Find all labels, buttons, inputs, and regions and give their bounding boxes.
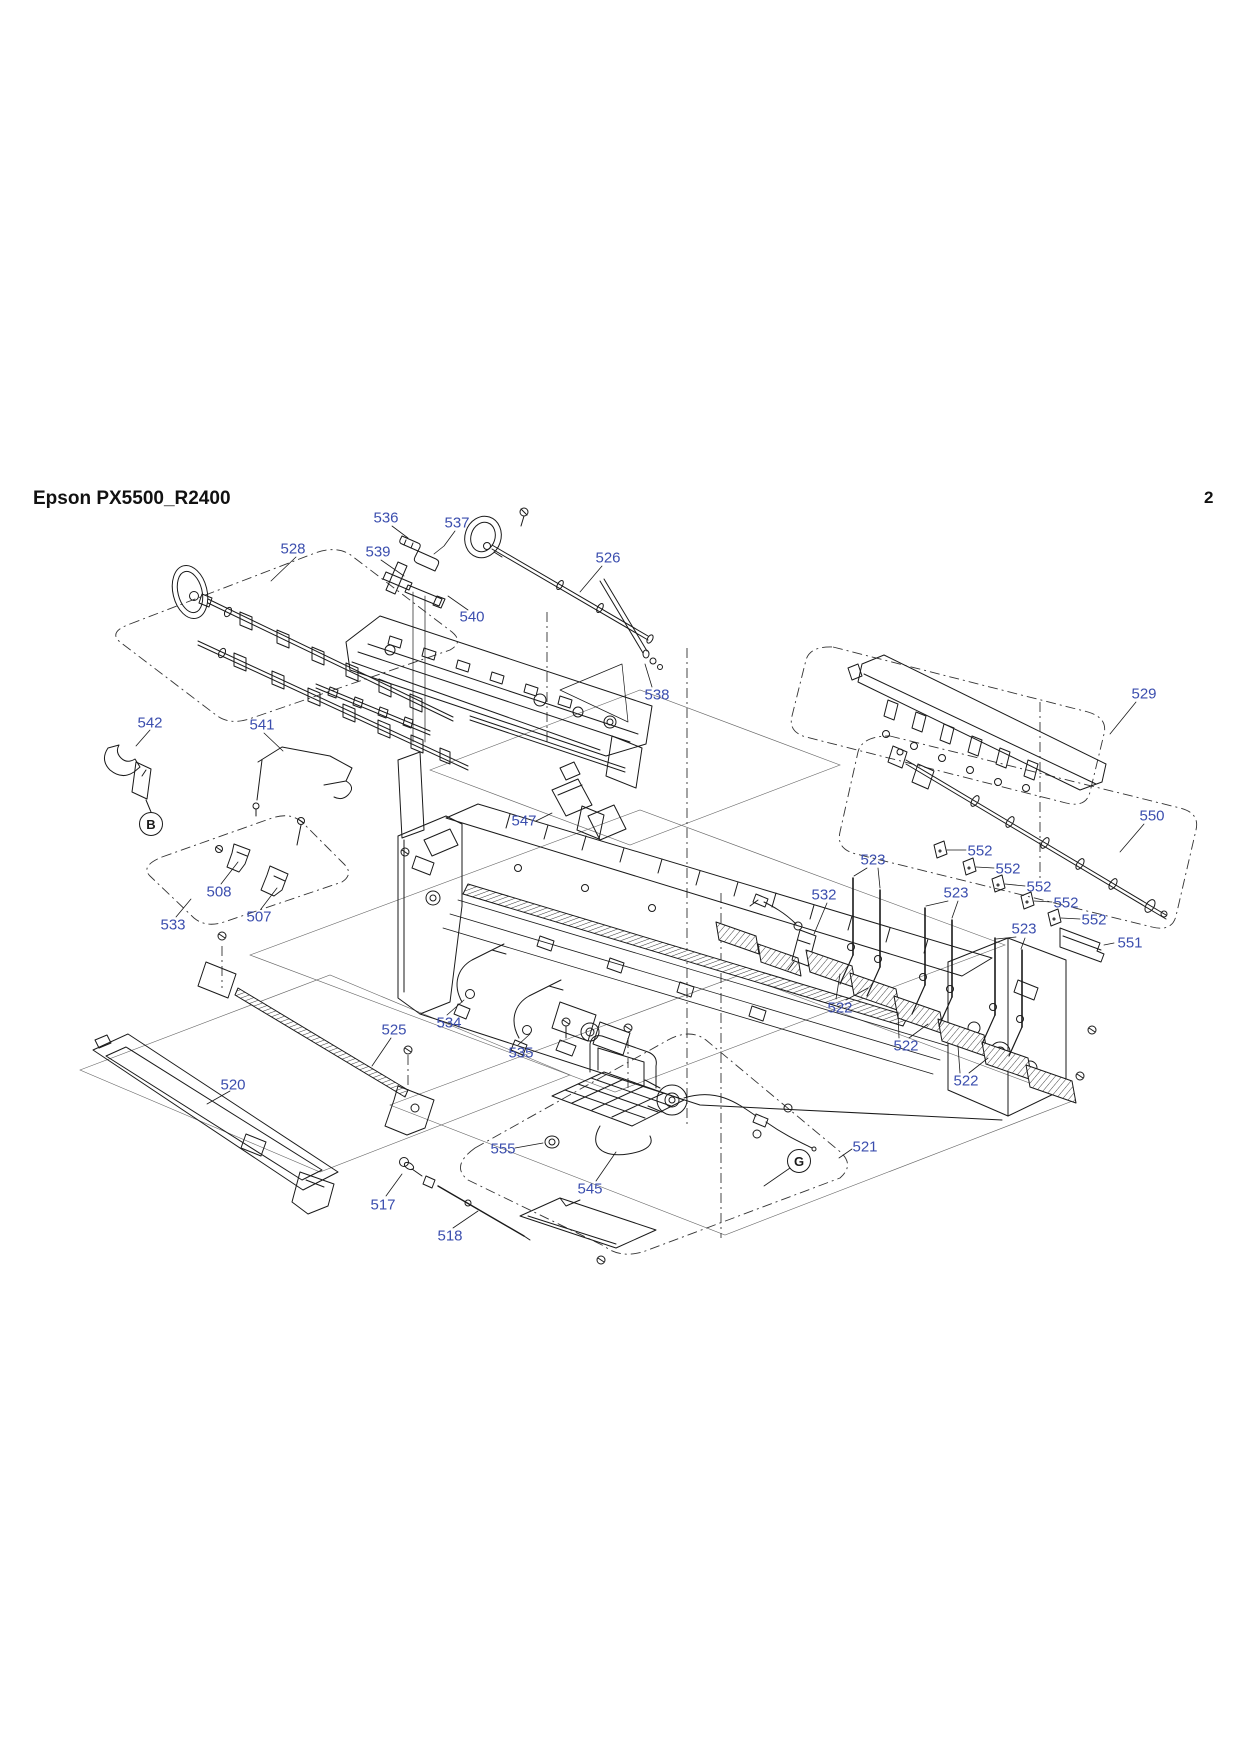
part-callout-552-2: 552	[995, 860, 1021, 878]
group-outline-521	[460, 1033, 848, 1255]
upper-guide-plate-529	[847, 654, 1107, 792]
part-callout-547: 547	[511, 812, 537, 830]
parts-line-art	[92, 507, 1168, 1265]
ink-pads-522	[805, 949, 1077, 1104]
carriage-shaft-526	[491, 544, 654, 644]
part-callout-522-1: 522	[827, 999, 853, 1017]
part-callout-545: 545	[577, 1180, 603, 1198]
part-callout-542: 542	[137, 714, 163, 732]
retainer-pins-523	[839, 877, 1023, 1057]
part-callout-534: 534	[436, 1014, 462, 1032]
part-callout-529: 529	[1131, 685, 1157, 703]
paper-feed-rollers-528	[171, 564, 469, 771]
part-callout-541: 541	[249, 716, 275, 734]
part-callout-518: 518	[437, 1227, 463, 1245]
part-callout-523-2: 523	[943, 884, 969, 902]
part-callout-536: 536	[373, 509, 399, 527]
part-callout-517: 517	[370, 1196, 396, 1214]
part-callout-525: 525	[381, 1021, 407, 1039]
part-callout-520: 520	[220, 1076, 246, 1094]
group-outline-529	[790, 646, 1106, 805]
part-callout-523-3: 523	[1011, 920, 1037, 938]
bracket-551	[1059, 927, 1105, 963]
part-callout-523-1: 523	[860, 851, 886, 869]
part-callout-555: 555	[490, 1140, 516, 1158]
page-title: Epson PX5500_R2400	[33, 488, 231, 509]
release-levers-534-535	[453, 943, 564, 1056]
part-callout-551: 551	[1117, 934, 1143, 952]
pump-assembly-545	[519, 1017, 817, 1265]
part-callout-538: 538	[644, 686, 670, 704]
part-callout-528: 528	[280, 540, 306, 558]
part-callout-540: 540	[459, 608, 485, 626]
harness-rod-541	[252, 746, 353, 817]
sensor-brackets-507-508	[215, 817, 305, 897]
small-parts-536-537-539	[382, 507, 529, 743]
part-callout-552-4: 552	[1053, 894, 1079, 912]
upper-roller-assembly-540	[315, 615, 653, 789]
part-callout-552-5: 552	[1081, 911, 1107, 929]
part-callout-521: 521	[852, 1138, 878, 1156]
group-outline-528	[115, 549, 458, 722]
assembly-group-outlines	[115, 549, 1198, 1255]
part-callout-535: 535	[508, 1044, 534, 1062]
cable-guide-542	[104, 744, 152, 813]
part-callout-508: 508	[206, 883, 232, 901]
part-callout-552-1: 552	[967, 842, 993, 860]
guide-plates-547	[551, 761, 627, 841]
fasteners-517-518-555	[399, 1135, 560, 1241]
pin-collars-523	[847, 943, 1024, 1023]
section-callout-B: B	[139, 812, 163, 836]
group-outline-533	[146, 815, 349, 925]
part-callout-526: 526	[595, 549, 621, 567]
part-callout-552-3: 552	[1026, 878, 1052, 896]
part-callout-522-2: 522	[893, 1037, 919, 1055]
solenoid-532	[749, 893, 817, 971]
shaft-538	[599, 578, 663, 670]
page-number: 2	[1204, 488, 1214, 507]
spacer-plates-552	[933, 840, 1062, 927]
roller-shaft-550	[887, 745, 1168, 920]
main-chassis-frame	[397, 751, 1097, 1121]
paper-tray-frame-520	[92, 1033, 339, 1215]
part-callout-550: 550	[1139, 807, 1165, 825]
part-callout-539: 539	[365, 543, 391, 561]
part-callout-533: 533	[160, 916, 186, 934]
rack-bar-525	[197, 931, 435, 1136]
callout-leader-lines	[135, 525, 1145, 1229]
part-callout-522-3: 522	[953, 1072, 979, 1090]
part-callout-532: 532	[811, 886, 837, 904]
section-callout-G: G	[787, 1149, 811, 1173]
part-callout-507: 507	[246, 908, 272, 926]
part-callout-537: 537	[444, 514, 470, 532]
group-outline-550	[838, 735, 1198, 929]
